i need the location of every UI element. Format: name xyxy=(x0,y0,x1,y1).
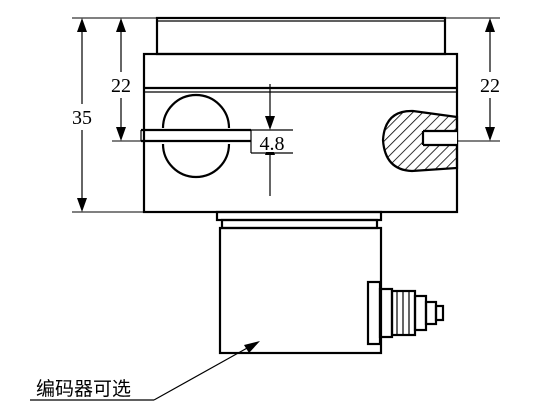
dimension-35: 35 xyxy=(63,17,157,213)
clamp-slot xyxy=(140,128,251,143)
cable-connector xyxy=(366,280,445,346)
neck xyxy=(215,210,383,230)
top-cap xyxy=(155,16,447,56)
section-cutaway xyxy=(381,109,459,173)
encoder-optional-note: 编码器可选 xyxy=(36,378,131,400)
dimension-label-22-left: 22 xyxy=(111,75,131,97)
dimension-label-4-8: 4.8 xyxy=(260,133,285,155)
dimension-label-22-right: 22 xyxy=(480,75,500,97)
clamp-screw xyxy=(161,93,231,179)
dimension-label-35: 35 xyxy=(72,107,92,129)
encoder-housing xyxy=(218,226,383,355)
encoder-note-leader: 编码器可选 xyxy=(30,341,260,401)
dimension-22-left: 22 xyxy=(103,18,141,142)
dimension-22-right: 22 xyxy=(445,17,508,142)
dimension-4-8: 4.8 xyxy=(250,84,293,196)
